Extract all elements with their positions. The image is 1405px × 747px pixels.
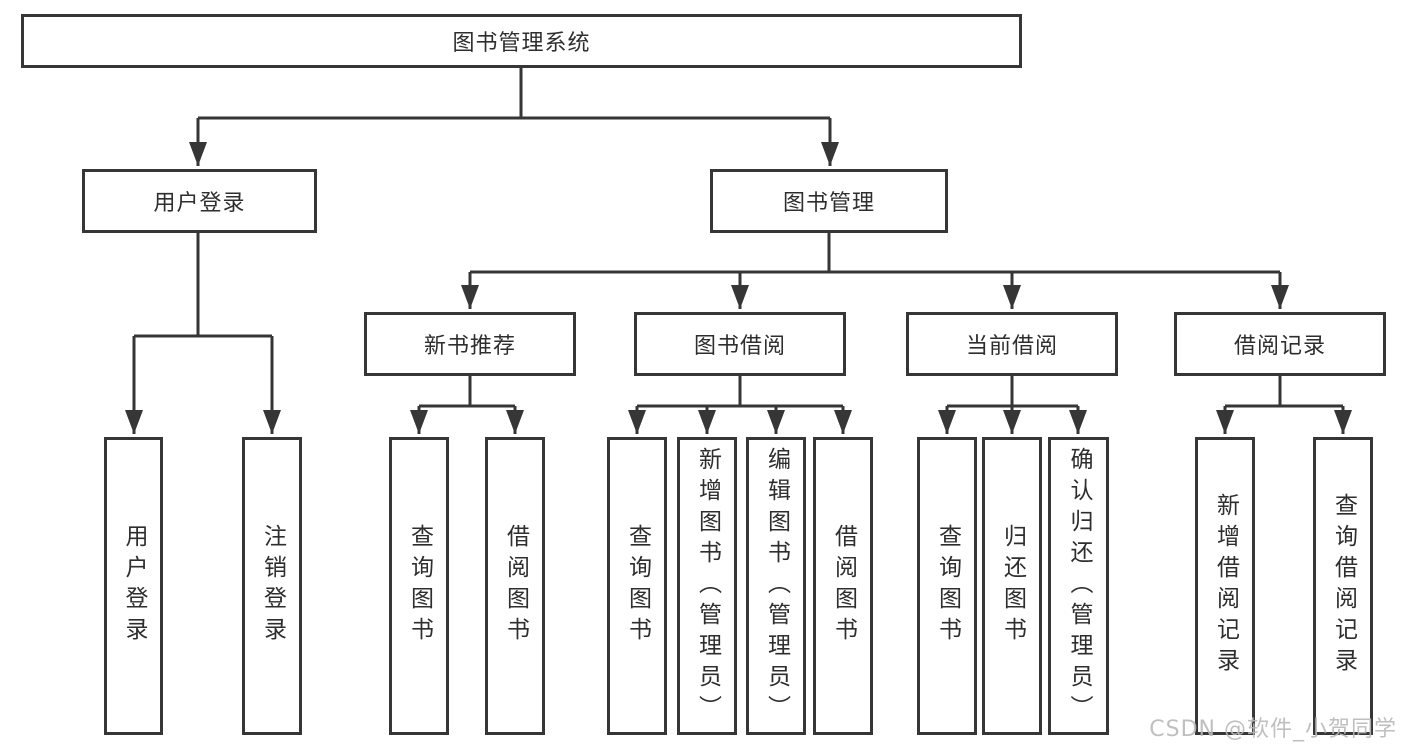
node-current-borrowing: 当前借阅: [906, 312, 1118, 376]
leaf-confirm-return-admin: 确认归还（管理员）: [1048, 437, 1109, 735]
leaf-edit-books-admin-label: 编辑图书（管理员）: [763, 446, 790, 726]
leaf-edit-books-admin: 编辑图书（管理员）: [746, 437, 806, 735]
leaf-borrow-books: 借阅图书: [813, 437, 873, 735]
node-borrowing-records: 借阅记录: [1174, 312, 1386, 376]
node-current-borrowing-label: 当前借阅: [965, 334, 1058, 359]
leaf-query-books-current-label: 查询图书: [934, 524, 961, 648]
leaf-user-login: 用户登录: [104, 437, 163, 735]
node-root: 图书管理系统: [21, 14, 1022, 68]
leaf-query-borrow-record-label: 查询借阅记录: [1330, 493, 1357, 679]
leaf-query-books-recommend-label: 查询图书: [406, 524, 433, 648]
leaf-query-books-recommend: 查询图书: [389, 437, 449, 735]
leaf-add-borrow-record-label: 新增借阅记录: [1212, 493, 1239, 679]
leaf-query-books-borrowing-label: 查询图书: [624, 524, 651, 648]
leaf-add-books-admin-label: 新增图书（管理员）: [694, 446, 721, 726]
leaf-return-books: 归还图书: [982, 437, 1042, 735]
leaf-return-books-label: 归还图书: [999, 524, 1026, 648]
node-new-book-recommend-label: 新书推荐: [423, 334, 516, 359]
leaf-borrow-books-recommend: 借阅图书: [485, 437, 545, 735]
node-book-management: 图书管理: [710, 169, 948, 233]
leaf-query-books-current: 查询图书: [917, 437, 977, 735]
leaf-add-borrow-record: 新增借阅记录: [1195, 437, 1255, 735]
node-new-book-recommend: 新书推荐: [364, 312, 576, 376]
leaf-query-books-borrowing: 查询图书: [607, 437, 667, 735]
leaf-add-books-admin: 新增图书（管理员）: [677, 437, 737, 735]
node-user-login: 用户登录: [82, 169, 317, 233]
leaf-logout: 注销登录: [242, 437, 302, 735]
node-book-borrowing: 图书借阅: [634, 312, 846, 376]
leaf-logout-label: 注销登录: [259, 524, 286, 648]
leaf-query-borrow-record: 查询借阅记录: [1313, 437, 1373, 735]
node-book-borrowing-label: 图书借阅: [693, 334, 786, 359]
node-user-login-label: 用户登录: [153, 191, 246, 216]
leaf-user-login-label: 用户登录: [121, 524, 147, 648]
leaf-borrow-books-recommend-label: 借阅图书: [502, 524, 529, 648]
node-borrowing-records-label: 借阅记录: [1233, 334, 1326, 359]
node-root-label: 图书管理系统: [452, 31, 591, 56]
leaf-confirm-return-admin-label: 确认归还（管理员）: [1066, 446, 1092, 726]
node-book-management-label: 图书管理: [782, 191, 875, 216]
leaf-borrow-books-label: 借阅图书: [830, 524, 857, 648]
csdn-watermark: CSDN @软件_小贺同学: [1149, 717, 1397, 742]
